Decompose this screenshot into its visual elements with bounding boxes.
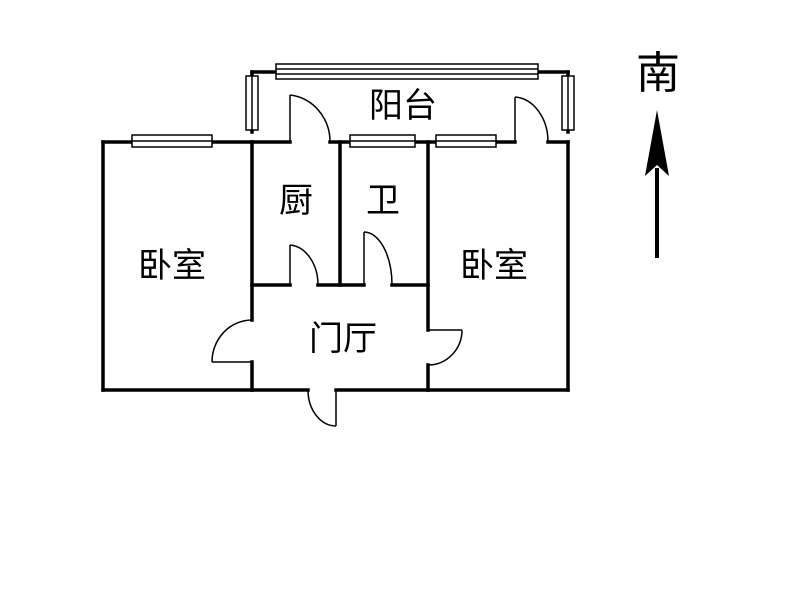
windows xyxy=(131,63,575,148)
kitchen-door xyxy=(289,244,319,286)
doors xyxy=(211,94,549,427)
balcony-label: 阳台 xyxy=(369,86,437,126)
balcony-side-window-left xyxy=(245,75,259,131)
arrow-up-icon xyxy=(645,110,669,258)
compass-label: 南 xyxy=(636,48,680,99)
entrance-door xyxy=(307,389,337,427)
bedroom-left-door xyxy=(211,319,253,363)
kitchen-label: 厨 xyxy=(279,181,313,221)
balcony-window xyxy=(275,63,539,80)
kitchen-balcony-door xyxy=(289,94,331,143)
bedroom-left-label: 卧室 xyxy=(138,246,206,286)
bathroom-door xyxy=(363,231,393,286)
room-labels: 阳台 厨 卫 卧室 卧室 门厅 xyxy=(138,86,528,359)
compass: 南 xyxy=(636,48,680,258)
entrance-hall-label: 门厅 xyxy=(309,319,377,359)
bedroom-right-label: 卧室 xyxy=(460,246,528,286)
bedroom-balcony-door xyxy=(514,96,549,143)
balcony-side-window-right xyxy=(561,75,575,131)
bedroom-left-window xyxy=(131,134,213,148)
bedroom-right-window xyxy=(435,134,497,148)
bedroom-right-door xyxy=(427,329,463,366)
bathroom-window xyxy=(349,134,416,148)
bathroom-label: 卫 xyxy=(366,181,400,221)
